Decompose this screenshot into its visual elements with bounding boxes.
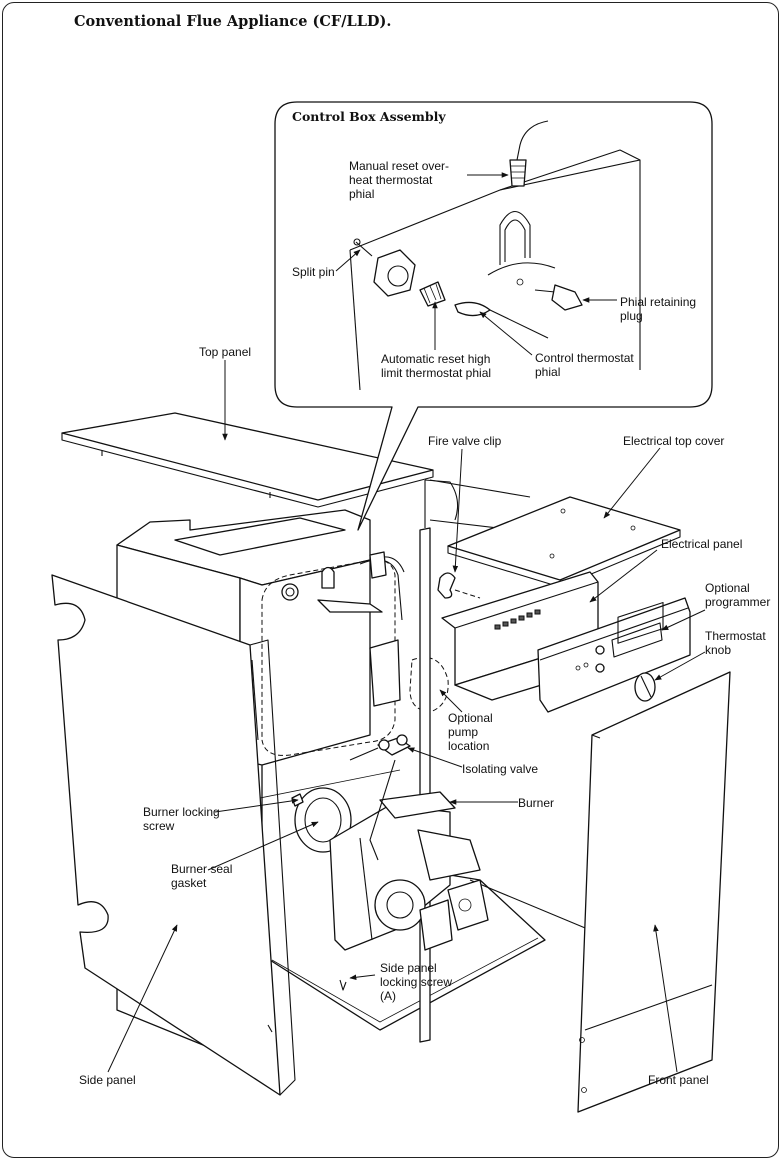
front-panel-shape [577, 671, 731, 1113]
label-isolating-valve: Isolating valve [462, 762, 538, 776]
label-side-panel-screw-line1: Side panel [380, 961, 437, 975]
label-burner-seal-line2: gasket [171, 876, 207, 890]
label-burner: Burner [518, 796, 554, 810]
label-front-panel: Front panel [648, 1073, 709, 1087]
label-manual-reset-line3: phial [349, 187, 374, 201]
label-optional-pump-line3: location [448, 739, 489, 753]
label-manual-reset-line2: heat thermostat [349, 173, 433, 187]
label-optional-programmer-line2: programmer [705, 595, 770, 609]
electrical-top-cover-shape [447, 496, 681, 588]
label-thermostat-knob-line2: knob [705, 643, 731, 657]
label-split-pin: Split pin [292, 265, 335, 279]
isolating-valve-shape [349, 734, 411, 761]
label-top-panel: Top panel [199, 345, 251, 359]
leader-lines [107, 360, 706, 1073]
label-optional-pump-line2: pump [448, 725, 478, 739]
top-panel-shape [61, 412, 434, 508]
label-electrical-top-cover: Electrical top cover [623, 434, 724, 448]
label-burner-seal-line1: Burner seal [171, 862, 232, 876]
fire-valve-clip-shape [437, 572, 481, 599]
label-electrical-panel: Electrical panel [661, 537, 742, 551]
label-control-stat-line1: Control thermostat [535, 351, 634, 365]
thermostat-knob-shape [634, 672, 656, 702]
burner-shape [294, 759, 489, 951]
control-box-inset [274, 101, 713, 531]
programmer-fascia-shape [537, 597, 691, 713]
label-side-panel-screw-line3: (A) [380, 989, 396, 1003]
side-panel-shape [51, 574, 296, 1096]
label-thermostat-knob-line1: Thermostat [705, 629, 766, 643]
label-fire-valve-clip: Fire valve clip [428, 434, 502, 448]
label-auto-reset-line1: Automatic reset high [381, 352, 490, 366]
label-side-panel-screw-line2: locking screw [380, 975, 452, 989]
label-optional-programmer-line1: Optional [705, 581, 750, 595]
label-auto-reset-line2: limit thermostat phial [381, 366, 491, 380]
label-phial-plug-line2: plug [620, 309, 643, 323]
label-burner-locking-line1: Burner locking [143, 805, 220, 819]
inset-title: Control Box Assembly [292, 109, 446, 124]
label-control-stat-line2: phial [535, 365, 560, 379]
label-side-panel: Side panel [79, 1073, 136, 1087]
label-burner-locking-line2: screw [143, 819, 175, 833]
label-optional-pump-line1: Optional [448, 711, 493, 725]
label-manual-reset-line1: Manual reset over- [349, 159, 449, 173]
page-title: Conventional Flue Appliance (CF/LLD). [74, 13, 392, 30]
label-phial-plug-line1: Phial retaining [620, 295, 696, 309]
